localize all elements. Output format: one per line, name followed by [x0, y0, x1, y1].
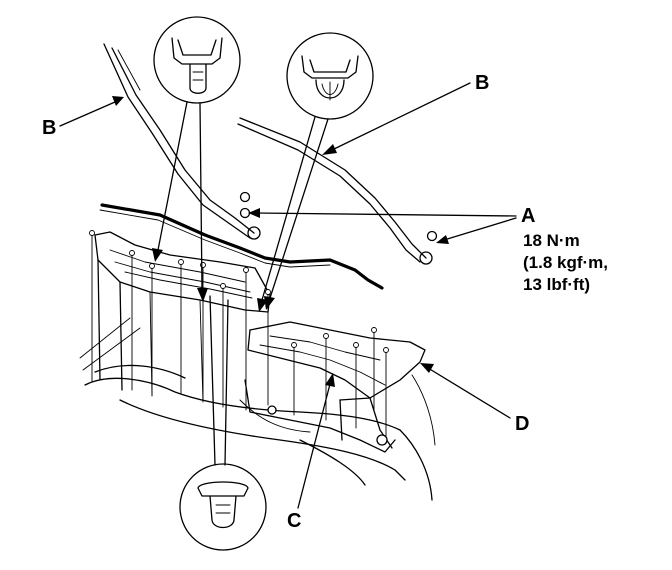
pivot-nut-right [426, 230, 438, 242]
clip-detail-top-left [153, 16, 241, 104]
callout-d-label: D [515, 413, 529, 435]
clip-pins [89, 230, 389, 446]
wiper-arm-right [237, 117, 427, 263]
cowl-cover [94, 231, 426, 453]
callout-b-left: B [42, 96, 124, 139]
clip-detail-top-right [286, 32, 374, 120]
callout-c-label: C [287, 510, 301, 532]
body-outline [79, 317, 436, 501]
callout-a-label: A [521, 205, 535, 227]
torque-spec-line1: 18 N·m [523, 231, 580, 250]
callout-d: D [420, 363, 529, 435]
callout-b-right: B [322, 72, 489, 155]
callout-a: A 18 N·m (1.8 kgf·m, 13 lbf·ft) [248, 205, 608, 294]
wiper-arm-left [103, 43, 255, 239]
torque-spec-line2: (1.8 kgf·m, [523, 253, 608, 272]
clip-detail-bottom [179, 463, 267, 551]
callout-b-right-label: B [475, 72, 489, 94]
wiper-linkage [99, 203, 433, 290]
torque-spec-line3: 13 lbf·ft) [523, 275, 590, 294]
pivot-nut-left [239, 191, 251, 219]
callout-b-left-label: B [42, 117, 56, 139]
callout-c: C [287, 373, 335, 532]
detail-leaders [152, 101, 329, 466]
